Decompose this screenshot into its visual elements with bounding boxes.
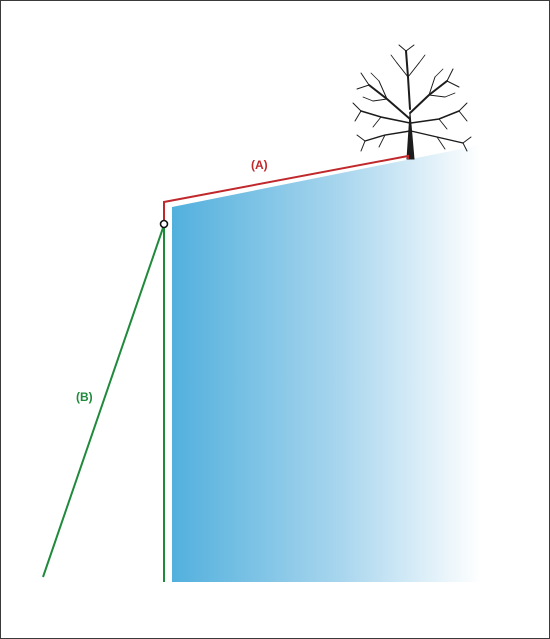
cliff-block (172, 145, 481, 582)
label-b: (B) (76, 390, 93, 404)
label-a: (A) (251, 158, 268, 172)
pivot-point-icon (159, 219, 169, 229)
tree-icon (352, 44, 472, 160)
line-b (42, 224, 165, 578)
line-a (163, 154, 409, 223)
